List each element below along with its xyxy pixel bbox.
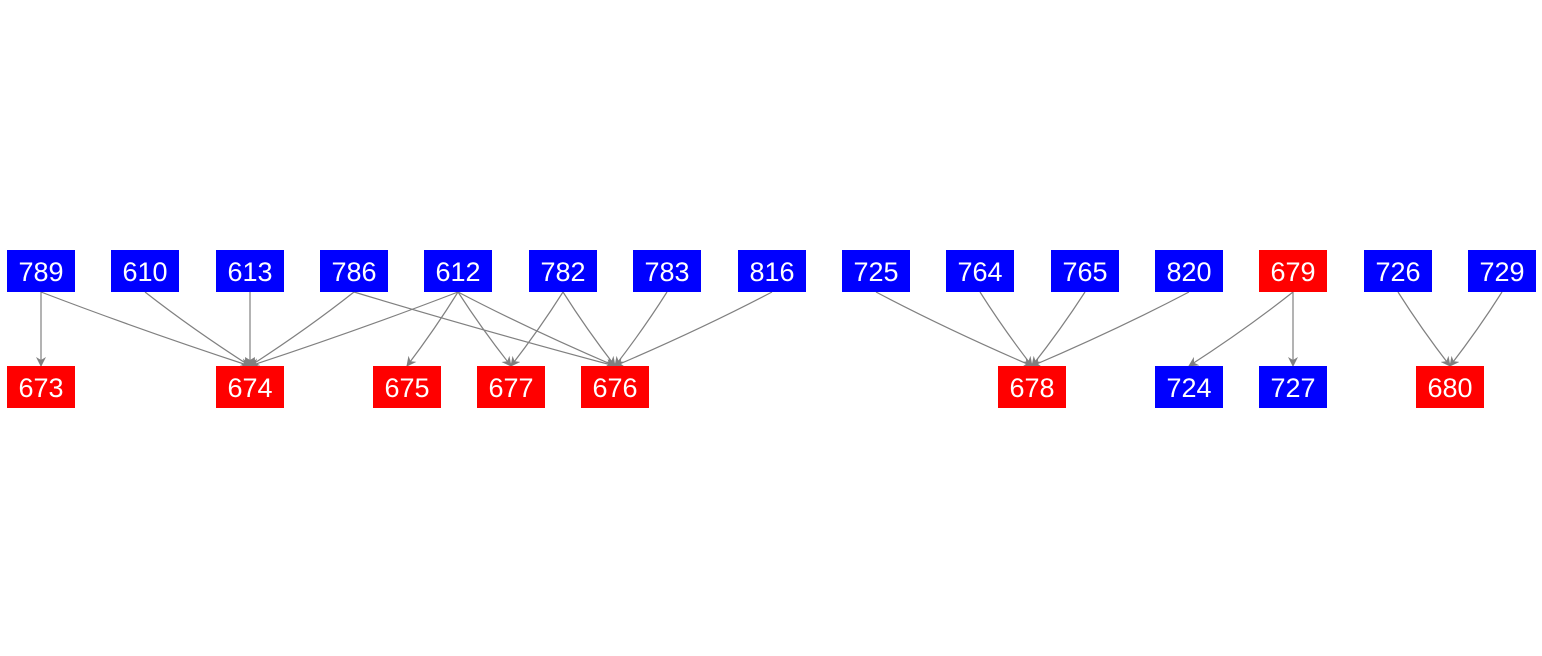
edge-679-to-724 (1188, 291, 1294, 367)
edge-612-to-676 (457, 291, 616, 368)
node-box-680 (1416, 366, 1484, 408)
node-box-820 (1155, 250, 1223, 292)
edge-612-to-677 (457, 291, 512, 367)
node-label-816: 816 (749, 257, 794, 287)
node-673[interactable]: 673 (7, 366, 75, 408)
edge-820-to-678 (1031, 291, 1190, 368)
node-label-820: 820 (1166, 257, 1211, 287)
edge-764-to-678 (979, 291, 1033, 367)
node-box-789 (7, 250, 75, 292)
node-612[interactable]: 612 (424, 250, 492, 292)
node-782[interactable]: 782 (529, 250, 597, 292)
node-789[interactable]: 789 (7, 250, 75, 292)
edge-729-to-680 (1449, 291, 1503, 367)
node-610[interactable]: 610 (111, 250, 179, 292)
node-label-726: 726 (1375, 257, 1420, 287)
node-layer: 789 610 613 786 612 782 783 816 725 764 765 820 679 7… (7, 250, 1536, 408)
node-box-724 (1155, 366, 1223, 408)
node-label-677: 677 (488, 373, 533, 403)
node-box-612 (424, 250, 492, 292)
edge-layer (36, 291, 1503, 369)
edge-816-to-676 (614, 291, 773, 368)
node-label-612: 612 (435, 257, 480, 287)
node-box-783 (633, 250, 701, 292)
node-box-675 (373, 366, 441, 408)
node-label-764: 764 (957, 257, 1002, 287)
node-box-786 (320, 250, 388, 292)
node-label-727: 727 (1270, 373, 1315, 403)
node-label-678: 678 (1009, 373, 1054, 403)
node-675[interactable]: 675 (373, 366, 441, 408)
node-676[interactable]: 676 (581, 366, 649, 408)
node-729[interactable]: 729 (1468, 250, 1536, 292)
node-820[interactable]: 820 (1155, 250, 1223, 292)
edge-610-to-674 (144, 291, 251, 367)
node-box-729 (1468, 250, 1536, 292)
node-label-724: 724 (1166, 373, 1211, 403)
node-box-727 (1259, 366, 1327, 408)
node-box-816 (738, 250, 806, 292)
node-box-678 (998, 366, 1066, 408)
node-725[interactable]: 725 (842, 250, 910, 292)
node-label-610: 610 (122, 257, 167, 287)
node-box-782 (529, 250, 597, 292)
node-box-613 (216, 250, 284, 292)
node-674[interactable]: 674 (216, 366, 284, 408)
node-label-675: 675 (384, 373, 429, 403)
node-label-786: 786 (331, 257, 376, 287)
node-box-679 (1259, 250, 1327, 292)
edge-612-to-675 (406, 291, 459, 367)
edge-612-to-674 (249, 291, 459, 368)
node-label-765: 765 (1062, 257, 1107, 287)
edge-725-to-678 (875, 291, 1033, 368)
node-label-783: 783 (644, 257, 689, 287)
edge-786-to-676 (353, 291, 616, 369)
node-label-673: 673 (18, 373, 63, 403)
node-label-679: 679 (1270, 257, 1315, 287)
node-label-729: 729 (1479, 257, 1524, 287)
node-679[interactable]: 679 (1259, 250, 1327, 292)
node-783[interactable]: 783 (633, 250, 701, 292)
node-box-677 (477, 366, 545, 408)
node-677[interactable]: 677 (477, 366, 545, 408)
node-label-674: 674 (227, 373, 272, 403)
node-765[interactable]: 765 (1051, 250, 1119, 292)
node-label-613: 613 (227, 257, 272, 287)
edge-782-to-676 (562, 291, 616, 367)
node-label-782: 782 (540, 257, 585, 287)
edge-726-to-680 (1397, 291, 1451, 367)
edge-782-to-677 (510, 291, 564, 367)
node-box-674 (216, 366, 284, 408)
node-label-676: 676 (592, 373, 637, 403)
node-786[interactable]: 786 (320, 250, 388, 292)
node-613[interactable]: 613 (216, 250, 284, 292)
node-727[interactable]: 727 (1259, 366, 1327, 408)
node-box-765 (1051, 250, 1119, 292)
node-764[interactable]: 764 (946, 250, 1014, 292)
node-724[interactable]: 724 (1155, 366, 1223, 408)
node-726[interactable]: 726 (1364, 250, 1432, 292)
node-label-789: 789 (18, 257, 63, 287)
node-816[interactable]: 816 (738, 250, 806, 292)
node-label-725: 725 (853, 257, 898, 287)
node-box-764 (946, 250, 1014, 292)
node-box-676 (581, 366, 649, 408)
edge-786-to-674 (249, 291, 355, 367)
node-box-610 (111, 250, 179, 292)
edge-789-to-674 (40, 291, 251, 368)
node-box-673 (7, 366, 75, 408)
node-box-725 (842, 250, 910, 292)
node-label-680: 680 (1427, 373, 1472, 403)
node-680[interactable]: 680 (1416, 366, 1484, 408)
node-678[interactable]: 678 (998, 366, 1066, 408)
node-box-726 (1364, 250, 1432, 292)
